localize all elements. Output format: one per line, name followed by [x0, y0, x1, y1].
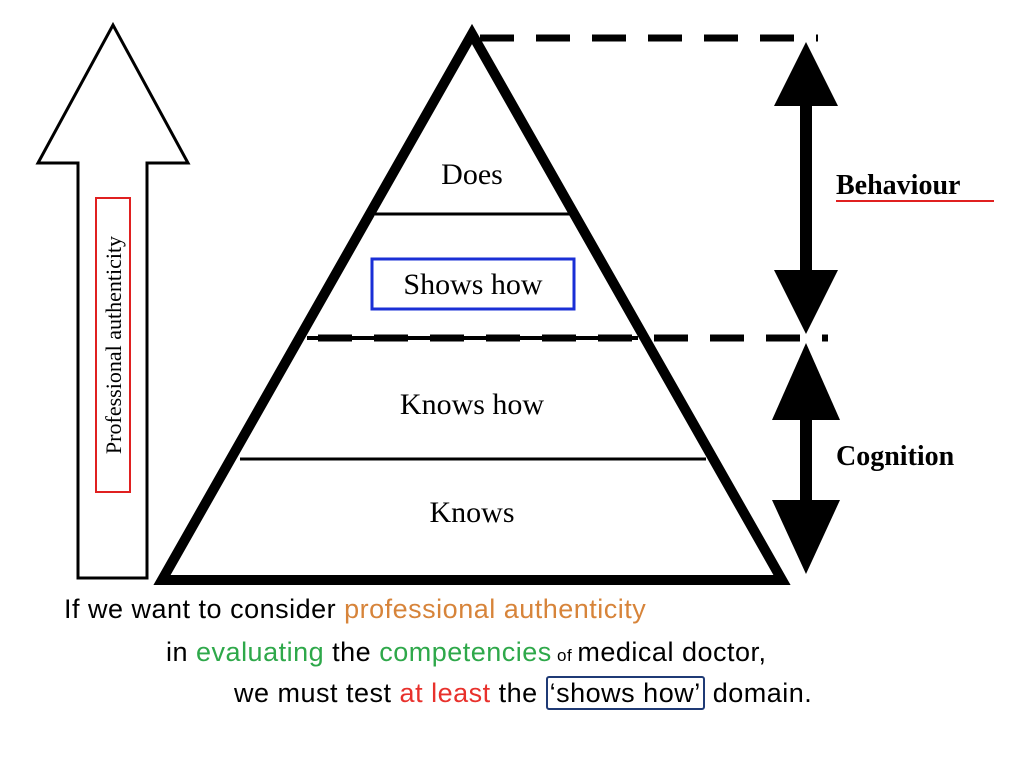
caption-line-2: in evaluating the competencies of medica… [166, 637, 767, 668]
professional-authenticity-label: Professional authenticity [101, 236, 126, 454]
professional-authenticity-label-box [95, 197, 131, 493]
shows-how-highlight-box [370, 257, 576, 311]
caption-professional-authenticity: professional authenticity [344, 594, 647, 624]
caption-at-least: at least [399, 678, 491, 708]
level-does: Does [441, 158, 503, 191]
behaviour-double-arrow [774, 42, 838, 334]
caption-line-2-the: the [324, 637, 380, 667]
level-knows: Knows [429, 496, 514, 529]
pyramid-outline [153, 23, 791, 585]
professional-authenticity-arrow [35, 21, 191, 580]
caption-line-1: If we want to consider professional auth… [64, 594, 646, 625]
caption-competencies: competencies [379, 637, 552, 667]
level-shows-how: Shows how [403, 268, 543, 301]
caption-line-3-the: the [490, 678, 546, 708]
caption-line-2-in: in [166, 637, 197, 667]
caption-line-3: we must test at least the ‘shows how’ do… [234, 676, 813, 710]
behaviour-label: Behaviour [836, 170, 960, 201]
caption-domain: domain. [704, 678, 813, 708]
cognition-label: Cognition [836, 441, 955, 472]
level-knows-how: Knows how [400, 388, 545, 421]
caption-line-1-prefix: If we want to consider [64, 594, 345, 624]
caption-of: of [551, 646, 578, 665]
caption-evaluating: evaluating [196, 637, 325, 667]
caption-shows-how-boxed: ‘shows how’ [545, 676, 705, 710]
caption-we-must-test: we must test [234, 678, 400, 708]
caption-medical-doctor: medical doctor, [577, 637, 767, 667]
cognition-double-arrow [772, 343, 840, 574]
